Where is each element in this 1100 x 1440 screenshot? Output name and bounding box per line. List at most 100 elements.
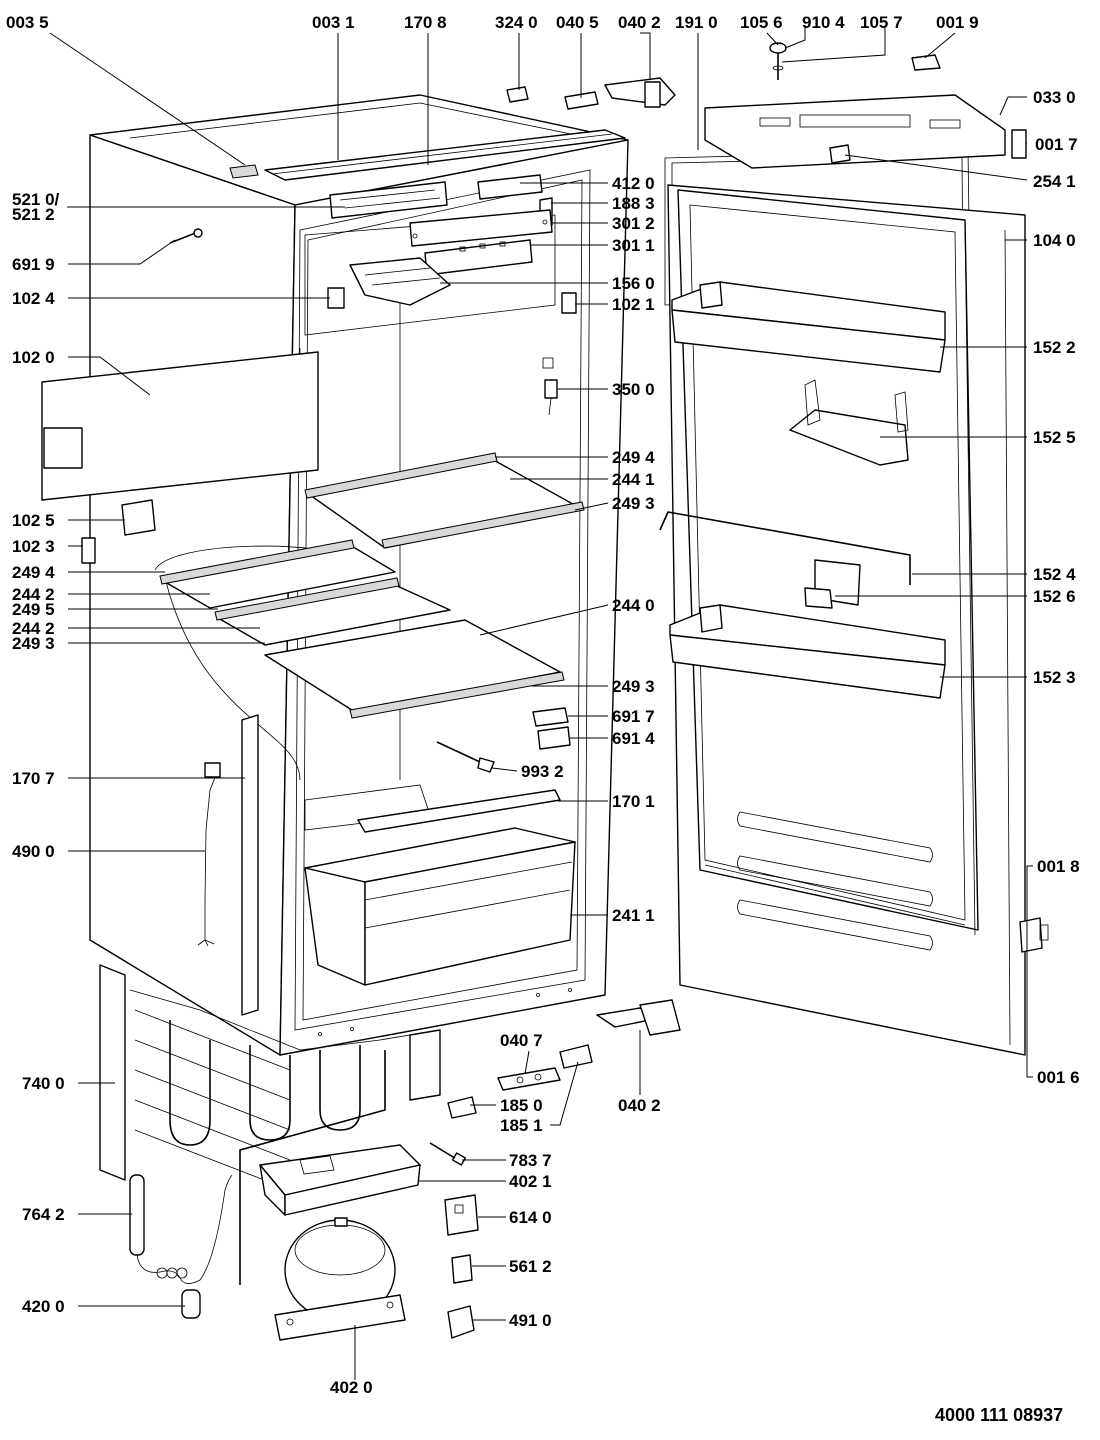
callout-labels: 003 5 003 1 170 8 324 0 040 5 040 2 191 … bbox=[6, 13, 1080, 1397]
callout-301-2: 301 2 bbox=[612, 214, 655, 233]
callout-152-5: 152 5 bbox=[1033, 428, 1076, 447]
part-102-1 bbox=[561, 292, 577, 314]
callout-491-0: 491 0 bbox=[509, 1311, 552, 1330]
shelf-244-0 bbox=[264, 619, 565, 719]
callout-241-1: 241 1 bbox=[612, 906, 655, 925]
holder-152-6 bbox=[804, 559, 861, 609]
callout-104-0: 104 0 bbox=[1033, 231, 1076, 250]
callout-170-1: 170 1 bbox=[612, 792, 655, 811]
callout-783-7: 783 7 bbox=[509, 1151, 552, 1170]
bracket-033-0 bbox=[704, 94, 1006, 169]
callout-324-0: 324 0 bbox=[495, 13, 538, 32]
drip-tray bbox=[259, 1144, 421, 1216]
callout-244-0: 244 0 bbox=[612, 596, 655, 615]
callout-244-2-lower: 244 2 bbox=[12, 619, 55, 638]
callout-402-1: 402 1 bbox=[509, 1172, 552, 1191]
part-691-7 bbox=[532, 707, 569, 727]
plate-040-7 bbox=[497, 1067, 561, 1091]
part-324-0 bbox=[506, 86, 529, 103]
shelf-244-2-lower bbox=[214, 577, 451, 646]
callout-170-7: 170 7 bbox=[12, 769, 55, 788]
callout-102-3: 102 3 bbox=[12, 537, 55, 556]
callout-521-2: 521 2 bbox=[12, 205, 55, 224]
strip-170-7 bbox=[241, 714, 259, 1016]
callout-561-2: 561 2 bbox=[509, 1257, 552, 1276]
callout-001-8: 001 8 bbox=[1037, 857, 1080, 876]
control-panel-cover bbox=[409, 209, 553, 276]
part-040-5 bbox=[564, 91, 599, 110]
callout-249-5: 249 5 bbox=[12, 600, 55, 619]
callout-691-7: 691 7 bbox=[612, 707, 655, 726]
callout-102-5: 102 5 bbox=[12, 511, 55, 530]
callout-254-1: 254 1 bbox=[1033, 172, 1076, 191]
callout-740-0: 740 0 bbox=[22, 1074, 65, 1093]
callout-993-2: 993 2 bbox=[521, 762, 564, 781]
power-cable bbox=[197, 762, 221, 947]
callout-003-1: 003 1 bbox=[312, 13, 355, 32]
top-trim-bar bbox=[229, 129, 626, 181]
part-691-4 bbox=[537, 726, 571, 750]
callout-402-0: 402 0 bbox=[330, 1378, 373, 1397]
callout-156-0: 156 0 bbox=[612, 274, 655, 293]
callout-152-2: 152 2 bbox=[1033, 338, 1076, 357]
door-bin-152-5 bbox=[789, 379, 909, 466]
door-104-0 bbox=[667, 184, 1026, 1056]
part-102-5 bbox=[121, 499, 156, 536]
shelf-244-2-upper bbox=[159, 539, 396, 609]
callout-412-0: 412 0 bbox=[612, 174, 655, 193]
callout-249-4-right: 249 4 bbox=[612, 448, 655, 467]
callout-244-2-upper: 244 2 bbox=[12, 585, 55, 604]
part-185-0 bbox=[447, 1096, 477, 1119]
callout-249-3-left: 249 3 bbox=[12, 634, 55, 653]
callout-105-7: 105 7 bbox=[860, 13, 903, 32]
crisper-cover bbox=[357, 789, 561, 833]
compressor bbox=[274, 1217, 406, 1341]
part-102-4 bbox=[327, 287, 345, 309]
callout-152-6: 152 6 bbox=[1033, 587, 1076, 606]
callout-152-3: 152 3 bbox=[1033, 668, 1076, 687]
callout-040-5: 040 5 bbox=[556, 13, 599, 32]
callout-614-0: 614 0 bbox=[509, 1208, 552, 1227]
door-bin-152-2 bbox=[671, 281, 946, 373]
callout-185-1: 185 1 bbox=[500, 1116, 543, 1135]
part-993-2 bbox=[436, 741, 495, 773]
callout-040-2-top: 040 2 bbox=[618, 13, 661, 32]
part-254-1 bbox=[829, 144, 851, 164]
capillary-tube bbox=[129, 1174, 233, 1284]
part-185-1 bbox=[559, 1044, 593, 1069]
condenser bbox=[99, 964, 441, 1285]
callout-249-3-right-upper: 249 3 bbox=[612, 494, 655, 513]
relay-614-0 bbox=[444, 1194, 479, 1236]
callout-040-7: 040 7 bbox=[500, 1031, 543, 1050]
callout-105-6: 105 6 bbox=[740, 13, 783, 32]
leader-lines bbox=[49, 25, 1033, 1380]
callout-910-4: 910 4 bbox=[802, 13, 845, 32]
part-420-0 bbox=[181, 1289, 201, 1319]
shelf-244-1 bbox=[304, 452, 585, 549]
callout-191-0: 191 0 bbox=[675, 13, 718, 32]
callout-764-2: 764 2 bbox=[22, 1205, 65, 1224]
part-102-3 bbox=[81, 537, 96, 564]
part-561-2 bbox=[451, 1254, 473, 1284]
callout-301-1: 301 1 bbox=[612, 236, 655, 255]
callout-040-2-bottom: 040 2 bbox=[618, 1096, 661, 1115]
cover-102-0 bbox=[41, 348, 319, 501]
callout-490-0: 490 0 bbox=[12, 842, 55, 861]
callout-521-0: 521 0/ bbox=[12, 190, 60, 209]
callout-033-0: 033 0 bbox=[1033, 88, 1076, 107]
callout-691-9: 691 9 bbox=[12, 255, 55, 274]
part-691-9 bbox=[169, 228, 203, 244]
callout-185-0: 185 0 bbox=[500, 1096, 543, 1115]
callout-170-8: 170 8 bbox=[404, 13, 447, 32]
door-rail-152-4 bbox=[659, 511, 911, 585]
part-783-7 bbox=[429, 1142, 467, 1166]
hinge-001-8 bbox=[1019, 917, 1049, 953]
callout-001-7: 001 7 bbox=[1035, 135, 1078, 154]
callout-001-9: 001 9 bbox=[936, 13, 979, 32]
drawing-number: 4000 111 08937 bbox=[935, 1405, 1063, 1425]
callout-102-4: 102 4 bbox=[12, 289, 55, 308]
callout-102-0: 102 0 bbox=[12, 348, 55, 367]
callout-102-1: 102 1 bbox=[612, 295, 655, 314]
callout-152-4: 152 4 bbox=[1033, 565, 1076, 584]
